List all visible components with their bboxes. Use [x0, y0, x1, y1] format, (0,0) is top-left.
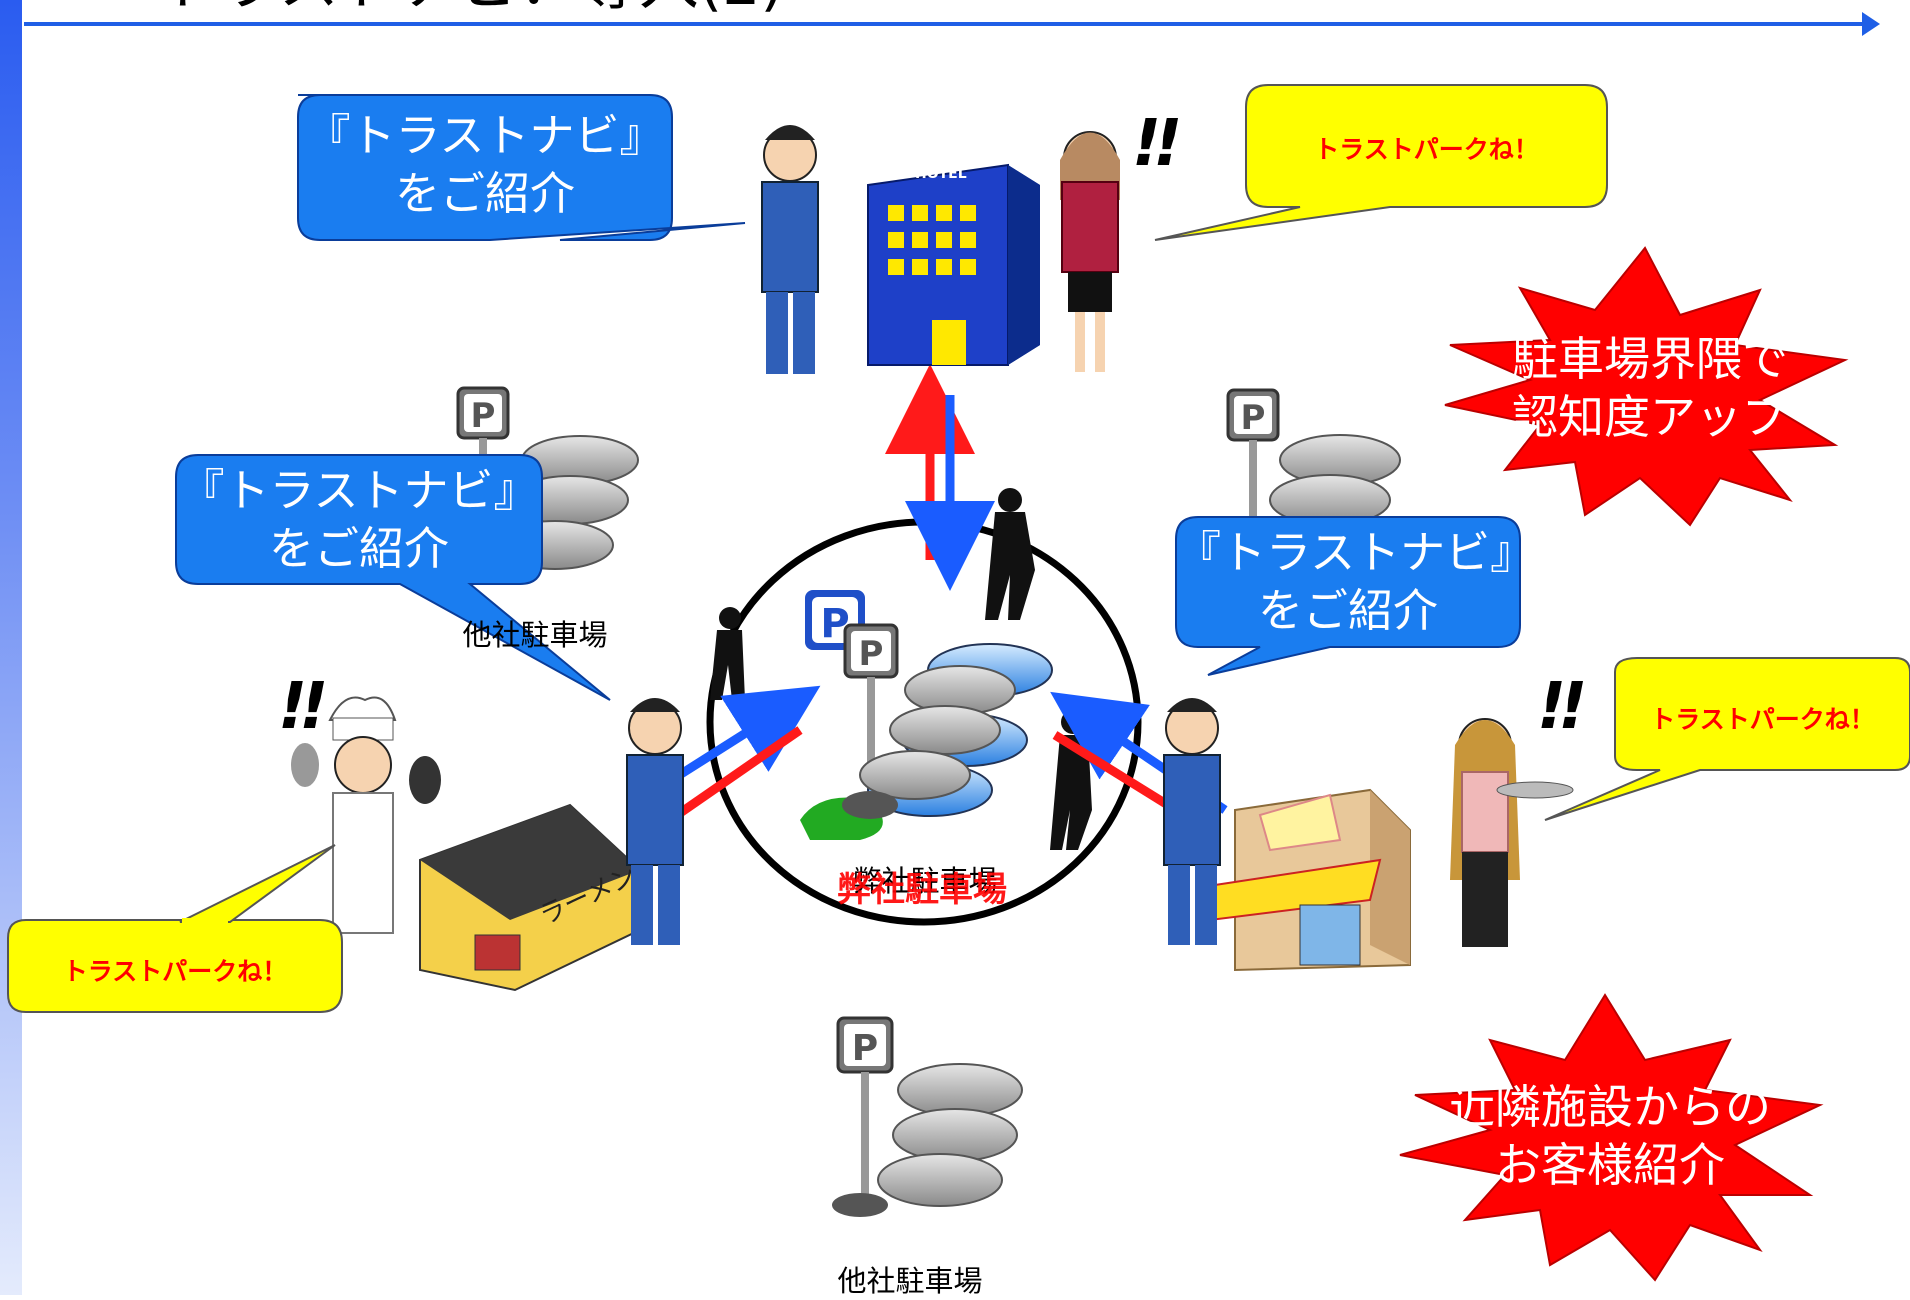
arrow-lot-to-ramen [667, 726, 803, 824]
exclamation-right: !! [1537, 670, 1583, 744]
page-title: トラストナビ：導入(2) [160, 0, 784, 19]
staff-left [626, 698, 684, 945]
svg-text:P: P [471, 396, 496, 436]
bubble-yellow-top-text: トラストパークね！ [1314, 135, 1539, 164]
bubble-yellow-top [1154, 84, 1608, 241]
hotel-building: HOTEL [867, 163, 1040, 366]
own-parking-lot-illustration: P P [800, 590, 1053, 840]
bubble-blue-left-text: 『トラストナビ』 をご紹介 [179, 464, 539, 575]
bubble-yellow-left-text: トラストパークね！ [62, 957, 288, 986]
header-arrow [24, 12, 1880, 36]
bubble-blue-right-text: 『トラストナビ』 をご紹介 [1176, 526, 1536, 637]
starburst-lower-text: 近隣施設からの お客様紹介 [1449, 1080, 1771, 1192]
parking-lot-upper-right: P [1226, 388, 1401, 526]
exclamation-top: !! [1132, 107, 1178, 181]
starburst-lower [1399, 993, 1824, 1282]
starburst-upper [1444, 246, 1849, 527]
cake-shop [1208, 788, 1411, 972]
exclamation-left: !! [278, 670, 324, 744]
bubble-yellow-left [7, 844, 343, 1013]
svg-text:P: P [859, 634, 884, 674]
svg-text:P: P [1241, 398, 1266, 438]
hotel-sign: HOTEL [915, 166, 967, 182]
bubble-blue-right [1175, 516, 1521, 676]
other-lot-upper-label: 他社駐車場 [462, 618, 608, 652]
other-lot-bottom-label: 他社駐車場 [837, 1264, 983, 1298]
bubble-blue-top [297, 94, 746, 241]
parking-lot-bottom: P [832, 1016, 1023, 1217]
own-lot-label: 弊社駐車場 [852, 864, 998, 898]
ramen-shop: ラーメン [419, 803, 641, 992]
woman-hotel [1060, 131, 1120, 372]
starburst-upper-text: 駐車場界隈で 認知度アップ [1512, 332, 1788, 444]
staff-top [761, 125, 819, 374]
bubble-blue-left [175, 454, 611, 701]
chef [291, 696, 441, 934]
waitress [1450, 718, 1574, 947]
own-lot-label-red: 弊社駐車場 [837, 870, 1007, 910]
svg-text:P: P [852, 1028, 878, 1069]
bubble-blue-top-text: 『トラストナビ』 をご紹介 [305, 109, 665, 220]
staff-right [1163, 698, 1221, 945]
bubble-yellow-right-text: トラストパークね！ [1650, 705, 1875, 734]
bubble-yellow-right [1544, 657, 1910, 821]
